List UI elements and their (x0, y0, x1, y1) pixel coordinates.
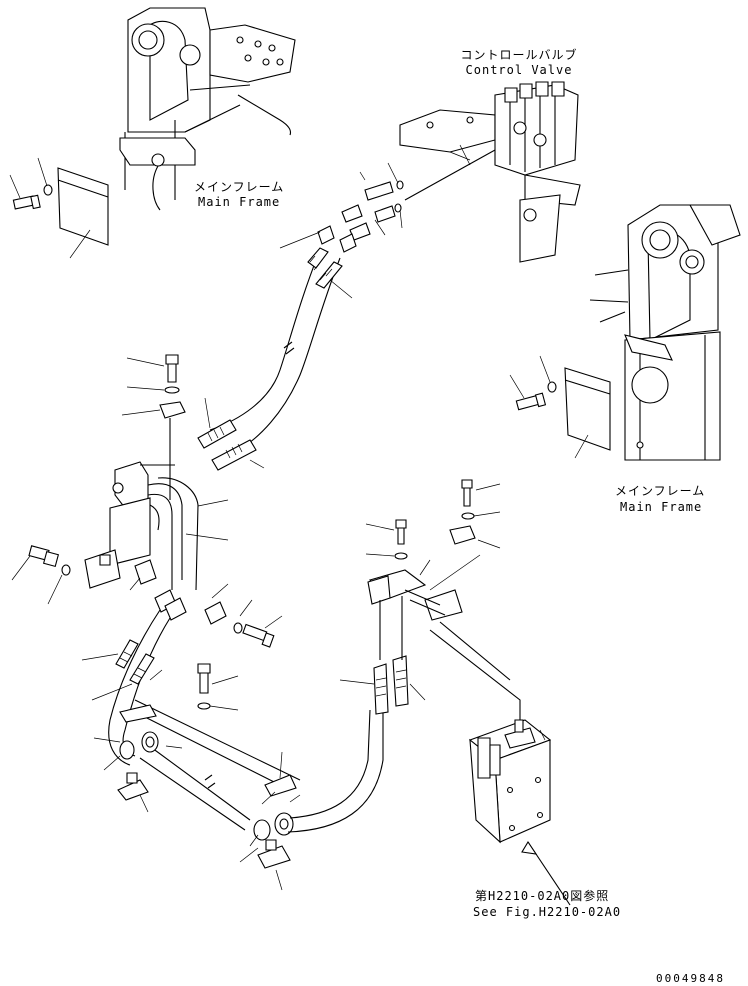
see-fig-label-en: See Fig.H2210-02A0 (473, 905, 622, 919)
see-fig-label-jp: 第H2210-02A0図参照 (475, 889, 610, 903)
upper-hoses (198, 226, 356, 470)
main-frame-label-1-jp: メインフレーム (194, 180, 285, 194)
control-valve-label-en: Control Valve (465, 63, 573, 77)
cover-plate-right (510, 356, 610, 458)
bracket-plate-left (12, 498, 156, 604)
main-frame-right (590, 205, 740, 460)
main-frame-label-1-en: Main Frame (198, 195, 281, 209)
cover-plate-upper-left (10, 158, 108, 258)
main-frame-upper-left (120, 8, 295, 210)
bottom-tubes (94, 700, 300, 890)
solenoid-bracket (470, 720, 570, 905)
clamp-set-upper (122, 355, 185, 500)
control-valve (400, 82, 580, 262)
manifold-assembly (366, 480, 520, 720)
clamp-set-middle (205, 584, 282, 647)
main-frame-label-2-jp: メインフレーム (615, 484, 706, 498)
clamp-set-lower (198, 664, 238, 710)
valve-fittings (342, 150, 495, 240)
drawing-number: 00049848 (656, 972, 725, 985)
right-hoses (288, 656, 425, 832)
control-valve-label-jp: コントロールバルブ (460, 48, 578, 62)
main-frame-label-2-en: Main Frame (620, 500, 703, 514)
